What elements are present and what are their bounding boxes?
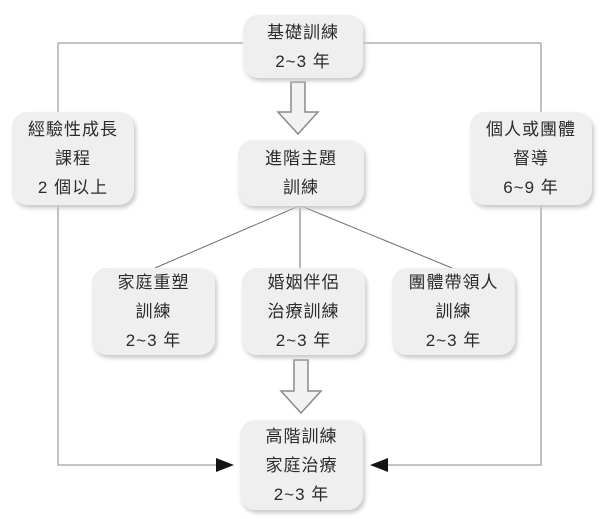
- node-advanced-family-therapy-training: 高階訓練 家庭治療 2~3 年: [240, 420, 363, 510]
- node-text: 2~3 年: [273, 484, 330, 504]
- node-text: 家庭治療: [265, 455, 338, 475]
- fan-line-left: [154, 205, 300, 269]
- node-text: 高階訓練: [265, 426, 338, 446]
- node-text: 個人或團體: [486, 120, 576, 139]
- node-text: 經驗性成長: [28, 120, 118, 139]
- node-family-reconstruction: 家庭重塑 訓練 2~3 年: [92, 268, 215, 355]
- node-couple-therapy-training: 婚姻伴侶 治療訓練 2~3 年: [242, 268, 365, 355]
- node-text: 進階主題: [265, 149, 337, 168]
- node-text: 2~3 年: [275, 51, 331, 71]
- node-text: 督導: [513, 149, 549, 168]
- node-text: 課程: [55, 149, 91, 168]
- node-text: 訓練: [435, 302, 472, 321]
- node-text: 治療訓練: [267, 302, 340, 321]
- node-text: 訓練: [283, 178, 319, 197]
- node-text: 2 個以上: [37, 178, 109, 197]
- node-text: 訓練: [135, 302, 172, 321]
- left-arrowhead-icon: [370, 458, 388, 472]
- rail-left: [57, 43, 218, 466]
- node-text: 2~3 年: [125, 331, 182, 350]
- down-arrow-icon: [279, 359, 323, 415]
- fan-line-right: [300, 205, 453, 269]
- right-arrowhead-icon: [216, 458, 234, 472]
- node-basic-training: 基礎訓練 2~3 年: [243, 15, 363, 78]
- node-advanced-theme-training: 進階主題 訓練: [238, 140, 364, 206]
- node-text: 基礎訓練: [267, 22, 339, 42]
- node-text: 婚姻伴侶: [267, 273, 340, 292]
- node-experiential-growth: 經驗性成長 課程 2 個以上: [12, 112, 134, 205]
- rail-right: [386, 43, 542, 466]
- node-text: 6~9 年: [503, 178, 559, 197]
- node-group-leader-training: 團體帶領人 訓練 2~3 年: [392, 268, 515, 355]
- node-text: 2~3 年: [275, 331, 332, 350]
- node-supervision: 個人或團體 督導 6~9 年: [470, 112, 592, 205]
- down-arrow-icon: [276, 81, 320, 136]
- node-text: 家庭重塑: [117, 273, 190, 292]
- node-text: 2~3 年: [425, 331, 482, 350]
- node-text: 團體帶領人: [408, 273, 499, 292]
